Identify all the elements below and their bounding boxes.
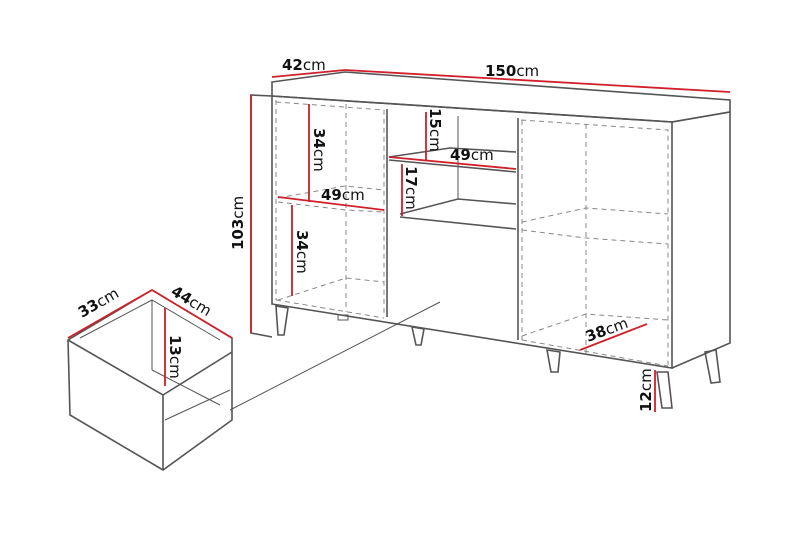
cabinet-left-side <box>250 94 273 338</box>
right-depth-label: 38cm <box>583 314 630 346</box>
leg <box>410 326 425 346</box>
left-upper-height-label: 34cm <box>310 128 328 172</box>
mid-lower-height-label: 17cm <box>402 166 420 210</box>
mid-shelf-top <box>388 147 517 158</box>
cabinet-right-side <box>671 111 731 369</box>
leg <box>546 349 561 373</box>
drawer-height-label: 13cm <box>166 335 184 379</box>
leg <box>656 371 673 409</box>
leg <box>275 305 289 336</box>
drawer <box>67 289 441 471</box>
width-label: 150cm <box>485 62 539 80</box>
dimension-lines <box>67 69 731 412</box>
left-shelf-width-label: 49cm <box>321 186 365 204</box>
depth-label: 42cm <box>282 56 326 74</box>
drawer-callout-line <box>229 301 441 411</box>
mid-shelf-width-label: 49cm <box>450 146 494 164</box>
sideboard <box>250 71 731 409</box>
height-label: 103cm <box>229 196 247 250</box>
left-lower-height-label: 34cm <box>293 230 311 274</box>
leg <box>704 349 721 384</box>
mid-top-height-label: 15cm <box>426 108 444 152</box>
leg-height-label: 12cm <box>637 368 655 412</box>
drawer-body <box>67 289 233 471</box>
drawer-depth-label: 33cm <box>75 284 122 321</box>
